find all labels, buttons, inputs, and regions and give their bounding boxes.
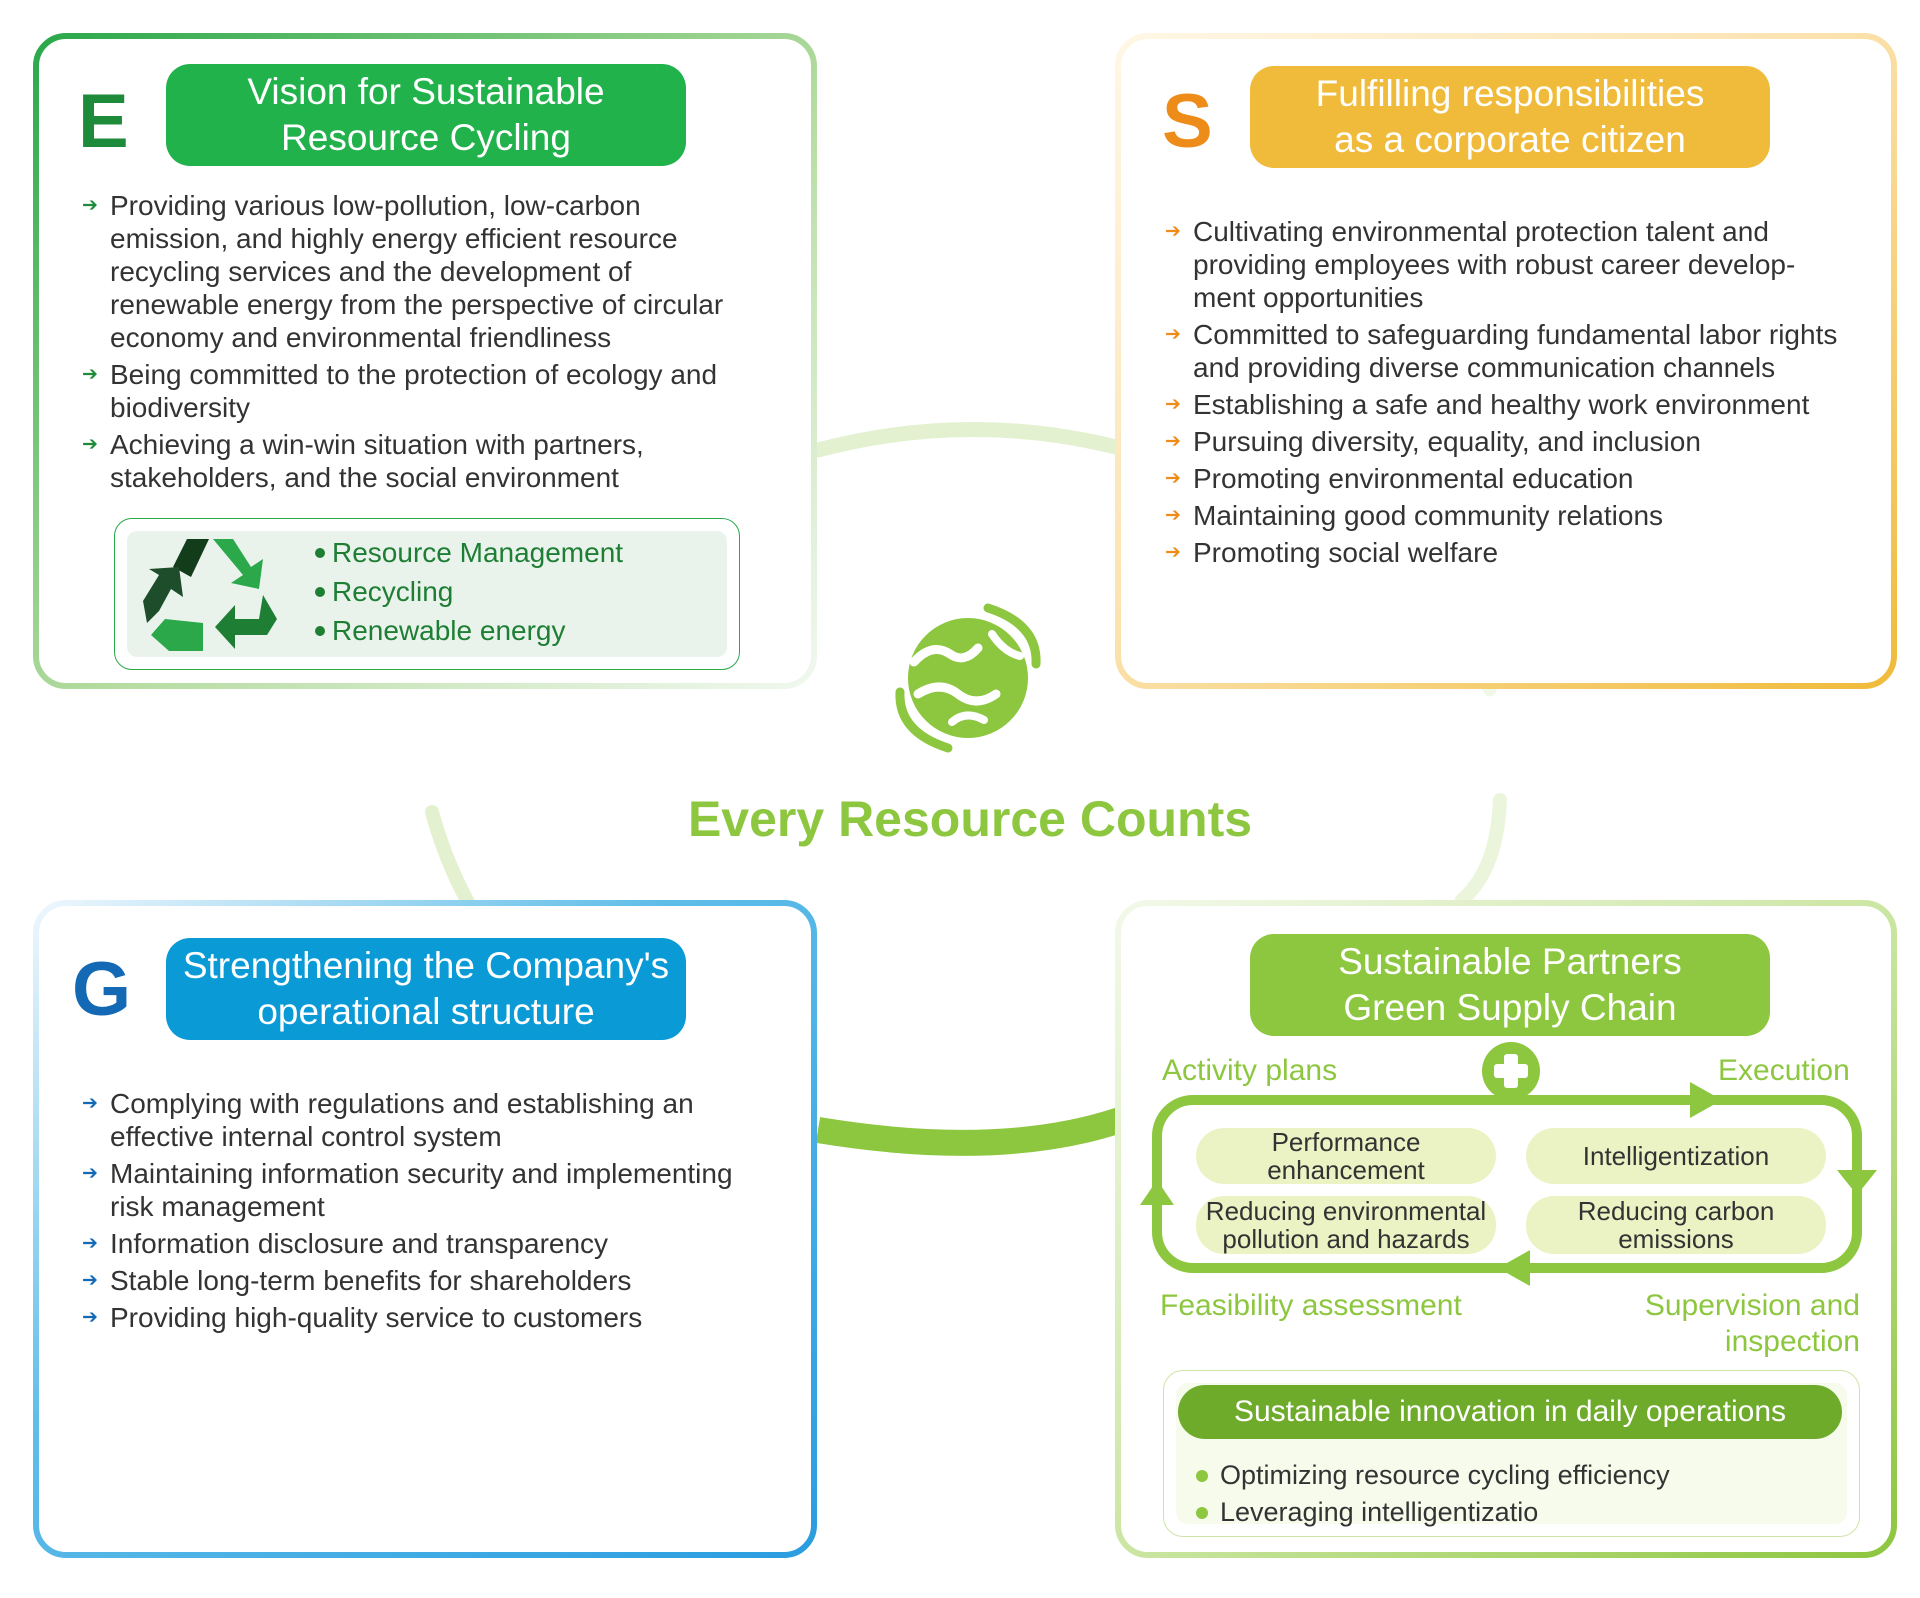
list-item: ➔ Maintaining information security and i… [82, 1158, 733, 1222]
list-item: Recycling [315, 572, 623, 611]
governance-heading: Strengthening the Company's operational … [166, 938, 686, 1040]
social-bullet-list: ➔ Cultivating environmental protection t… [1165, 215, 1865, 573]
goal-intelligentization: Intelligentization [1526, 1128, 1826, 1184]
arrow-icon: ➔ [1165, 431, 1181, 452]
cycle-arrowhead-top [1690, 1082, 1722, 1118]
arrow-icon: ➔ [82, 364, 98, 385]
innovation-heading: Sustainable innovation in daily operatio… [1178, 1385, 1842, 1439]
list-item: ➔ Achieving a win-win situation with par… [82, 429, 644, 493]
arrow-icon: ➔ [1165, 394, 1181, 415]
list-item: ➔ Providing various low-pollution, low-c… [82, 190, 724, 353]
plus-icon [1482, 1042, 1540, 1100]
list-item: Renewable energy [315, 611, 623, 650]
cycle-label-activity-plans: Activity plans [1162, 1054, 1338, 1087]
arrow-icon: ➔ [82, 1093, 98, 1114]
environment-bullet-list: ➔ Providing various low-pollution, low-c… [82, 189, 762, 498]
connector-arc-top [810, 422, 1128, 458]
governance-letter: G [72, 947, 132, 1032]
innovation-list: Optimizing resource cycling efficiency L… [1196, 1457, 1670, 1531]
connector-arc-bottom [815, 1107, 1125, 1156]
arrow-icon: ➔ [82, 1233, 98, 1254]
list-item: ➔ Complying with regulations and establi… [82, 1088, 694, 1152]
social-heading: Fulfilling responsibilities as a corpora… [1250, 66, 1770, 168]
list-item: ➔ Being committed to the protection of e… [82, 359, 718, 423]
environment-focus-list: Resource Management Recycling Renewable … [315, 533, 623, 650]
supply-chain-heading: Sustainable Partners Green Supply Chain [1250, 934, 1770, 1036]
environment-focus-box: Resource Management Recycling Renewable … [114, 518, 740, 670]
connector-arc-left [425, 805, 475, 909]
environment-letter: E [78, 79, 129, 164]
goal-carbon: Reducing carbon emissions [1526, 1196, 1826, 1254]
social-letter: S [1162, 79, 1213, 164]
list-item: ➔Stable long-term benefits for sharehold… [82, 1265, 632, 1296]
cycle-label-execution: Execution [1718, 1054, 1850, 1087]
governance-frame [33, 900, 817, 1558]
list-item: ➔Establishing a safe and healthy work en… [1165, 389, 1810, 420]
connector-arc-right [1455, 793, 1507, 907]
list-item: ➔Promoting environmental education [1165, 463, 1634, 494]
arrow-icon: ➔ [82, 1163, 98, 1184]
goal-performance: Performance enhancement [1196, 1128, 1496, 1184]
cycle-arrowhead-bottom [1498, 1250, 1530, 1286]
cycle-arrowhead-right [1837, 1170, 1877, 1195]
cycle-label-feasibility: Feasibility assessment [1160, 1289, 1462, 1322]
list-item: ➔Providing high-quality service to custo… [82, 1302, 643, 1333]
arrow-icon: ➔ [1165, 324, 1181, 345]
list-item: ➔ Committed to safeguarding fundamental … [1165, 319, 1838, 383]
cycle-arrowhead-left [1140, 1180, 1174, 1205]
list-item: Resource Management [315, 533, 623, 572]
arrow-icon: ➔ [82, 195, 98, 216]
arrow-icon: ➔ [1165, 468, 1181, 489]
center-title: Every Resource Counts [687, 791, 1253, 847]
globe-puzzle-logo-icon [895, 603, 1041, 753]
environment-heading: Vision for Sustainable Resource Cycling [166, 64, 686, 166]
governance-bullet-list: ➔ Complying with regulations and establi… [82, 1087, 782, 1338]
recycle-icon [143, 539, 277, 651]
list-item: Leveraging intelligentizatio [1196, 1494, 1670, 1531]
arrow-icon: ➔ [1165, 505, 1181, 526]
list-item: ➔Information disclosure and transparency [82, 1228, 609, 1259]
list-item: ➔Pursuing diversity, equality, and inclu… [1165, 426, 1701, 457]
arrow-icon: ➔ [1165, 542, 1181, 563]
list-item: ➔ Cultivating environmental protection t… [1165, 216, 1796, 313]
arrow-icon: ➔ [82, 434, 98, 455]
arrow-icon: ➔ [82, 1307, 98, 1328]
list-item: ➔Maintaining good community relations [1165, 500, 1664, 531]
arrow-icon: ➔ [1165, 221, 1181, 242]
arrow-icon: ➔ [82, 1270, 98, 1291]
goal-pollution: Reducing environmental pollution and haz… [1196, 1196, 1496, 1254]
social-frame [1115, 33, 1897, 689]
list-item: Optimizing resource cycling efficiency [1196, 1457, 1670, 1494]
list-item: ➔Promoting social welfare [1165, 537, 1499, 568]
cycle-label-supervision: Supervision and inspection [1644, 1289, 1860, 1358]
innovation-box: Sustainable innovation in daily operatio… [1163, 1370, 1860, 1537]
